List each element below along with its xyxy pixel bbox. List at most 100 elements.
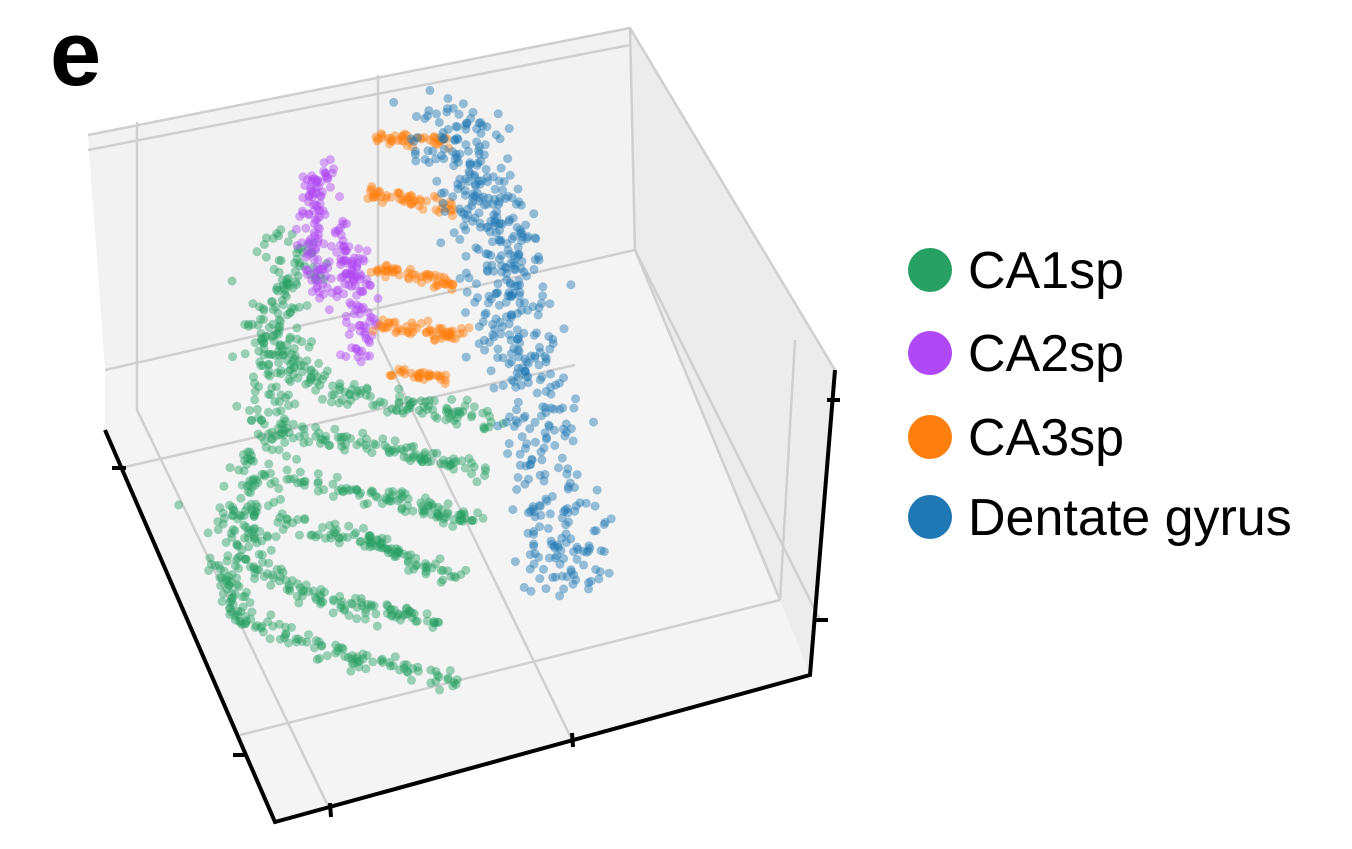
point-ca3sp (368, 192, 378, 202)
point-dentate-gyrus (589, 417, 598, 427)
point-dentate-gyrus (486, 250, 496, 260)
point-ca1sp (407, 613, 417, 623)
point-ca1sp (306, 373, 316, 382)
point-ca1sp (266, 545, 276, 555)
point-ca1sp (219, 481, 229, 491)
point-ca1sp (284, 580, 294, 590)
point-ca1sp (389, 605, 399, 615)
point-ca1sp (416, 396, 426, 406)
point-dentate-gyrus (566, 280, 576, 290)
point-ca1sp (307, 337, 317, 347)
point-ca1sp (460, 401, 470, 411)
point-dentate-gyrus (476, 128, 486, 138)
point-ca3sp (404, 274, 414, 284)
point-ca1sp (268, 319, 278, 329)
point-dentate-gyrus (537, 455, 547, 465)
point-dentate-gyrus (514, 197, 524, 207)
point-ca3sp (432, 370, 442, 380)
point-ca3sp (381, 323, 391, 333)
point-dentate-gyrus (461, 251, 471, 261)
point-ca2sp (341, 246, 351, 256)
point-dentate-gyrus (505, 330, 515, 340)
point-ca1sp (282, 585, 292, 594)
point-ca1sp (318, 597, 328, 607)
point-ca1sp (434, 672, 444, 682)
point-dentate-gyrus (515, 460, 525, 470)
point-ca1sp (421, 397, 431, 407)
point-ca1sp (324, 440, 334, 450)
point-dentate-gyrus (443, 124, 453, 134)
point-ca1sp (282, 423, 292, 433)
point-ca1sp (467, 469, 476, 479)
point-ca1sp (273, 517, 283, 527)
point-ca1sp (264, 459, 274, 469)
point-ca1sp (279, 283, 289, 293)
point-ca1sp (446, 572, 456, 582)
point-ca1sp (306, 366, 316, 376)
point-dentate-gyrus (591, 526, 601, 536)
point-ca1sp (376, 656, 386, 666)
point-ca1sp (394, 547, 404, 557)
point-ca3sp (383, 318, 393, 328)
point-dentate-gyrus (474, 142, 484, 152)
point-dentate-gyrus (523, 359, 533, 368)
point-ca1sp (274, 315, 284, 325)
point-ca1sp (480, 423, 490, 433)
point-dentate-gyrus (437, 151, 446, 161)
point-ca1sp (355, 656, 365, 666)
point-dentate-gyrus (505, 170, 515, 180)
point-ca1sp (285, 307, 295, 317)
point-ca1sp (349, 379, 359, 389)
point-ca1sp (375, 540, 385, 550)
point-ca1sp (252, 404, 262, 414)
point-ca1sp (319, 587, 329, 597)
point-ca1sp (264, 407, 273, 417)
point-ca1sp (289, 474, 299, 484)
point-ca1sp (312, 654, 322, 664)
point-ca3sp (406, 329, 416, 339)
point-ca1sp (282, 474, 292, 484)
point-ca1sp (402, 405, 412, 414)
point-ca3sp (400, 369, 410, 379)
point-ca1sp (402, 609, 412, 619)
point-dentate-gyrus (466, 114, 476, 123)
point-ca1sp (420, 448, 430, 457)
point-ca3sp (411, 274, 421, 284)
point-dentate-gyrus (529, 209, 539, 219)
point-ca1sp (248, 372, 258, 382)
point-dentate-gyrus (420, 155, 430, 164)
point-ca3sp (395, 194, 405, 204)
point-dentate-gyrus (565, 478, 575, 488)
point-ca1sp (324, 441, 334, 451)
point-dentate-gyrus (451, 121, 461, 131)
point-dentate-gyrus (468, 197, 478, 207)
point-ca3sp (381, 193, 391, 203)
point-ca2sp (355, 326, 365, 336)
point-ca2sp (320, 210, 330, 219)
point-ca1sp (330, 519, 340, 529)
point-ca3sp (388, 318, 398, 328)
point-ca3sp (435, 137, 445, 146)
point-dentate-gyrus (490, 194, 500, 204)
point-dentate-gyrus (450, 154, 460, 164)
point-ca1sp (331, 640, 341, 650)
point-ca1sp (351, 654, 361, 664)
point-ca1sp (339, 605, 349, 615)
point-ca1sp (435, 511, 445, 521)
point-dentate-gyrus (488, 319, 498, 329)
point-ca1sp (263, 369, 273, 379)
point-ca3sp (414, 201, 424, 211)
point-ca3sp (416, 272, 426, 282)
point-ca2sp (318, 187, 327, 197)
point-dentate-gyrus (595, 567, 605, 577)
point-ca1sp (447, 410, 457, 419)
point-ca1sp (247, 319, 257, 329)
point-ca2sp (362, 274, 372, 284)
point-ca1sp (363, 535, 373, 545)
point-ca1sp (383, 544, 393, 554)
point-ca2sp (358, 302, 368, 312)
point-dentate-gyrus (535, 574, 545, 584)
point-dentate-gyrus (562, 469, 572, 479)
point-ca1sp (289, 362, 299, 372)
point-dentate-gyrus (482, 199, 492, 209)
